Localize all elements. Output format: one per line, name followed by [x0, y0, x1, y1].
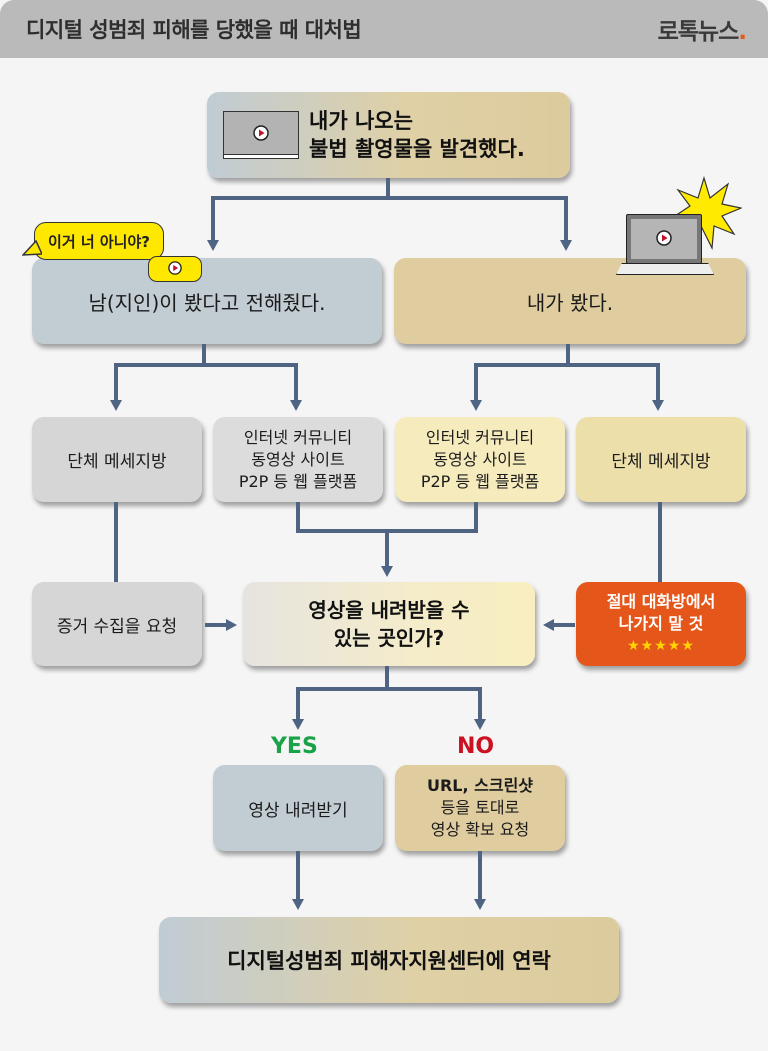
speech-tail-icon — [22, 240, 42, 256]
arrow-down-icon — [470, 400, 482, 411]
final-node: 디지털성범죄 피해자지원센터에 연락 — [159, 917, 619, 1003]
speech-bubble-text: 이거 너 아니야? — [48, 232, 150, 251]
arrow-down-icon — [292, 719, 304, 730]
connector — [296, 502, 300, 532]
warning-line-2: 나가지 말 것 — [618, 614, 704, 633]
speech-bubble: 이거 너 아니야? — [34, 222, 164, 260]
connector — [474, 363, 660, 367]
connector — [474, 502, 478, 532]
arrow-down-icon — [474, 719, 486, 730]
connector — [566, 344, 570, 366]
connector — [385, 666, 389, 690]
connector — [114, 363, 118, 403]
left-group-chat-label: 단체 메세지방 — [67, 452, 167, 472]
starburst-icon — [670, 176, 742, 250]
connector — [202, 344, 206, 366]
connector — [386, 178, 390, 198]
star-rating-icon: ★★★★★ — [627, 638, 695, 654]
no-action-line-2: 등을 토대로 — [440, 798, 520, 817]
header-bar: 디지털 성범죄 피해를 당했을 때 대처법 로톡뉴스. — [0, 0, 768, 58]
start-line-2: 불법 촬영물을 발견했다. — [309, 137, 525, 161]
laptop-video-icon — [616, 214, 714, 278]
arrow-down-icon — [207, 240, 219, 251]
connector — [478, 851, 482, 901]
arrow-down-icon — [381, 566, 393, 577]
connector — [656, 363, 660, 403]
branch-left-label: 남(지인)이 봤다고 전해줬다. — [88, 290, 326, 315]
connector — [564, 196, 568, 242]
arrow-down-icon — [652, 400, 664, 411]
connector — [474, 363, 478, 403]
connector — [553, 623, 575, 627]
no-label: NO — [457, 734, 495, 759]
download-video-label: 영상 내려받기 — [248, 800, 348, 821]
left-web-line-1: 인터넷 커뮤니티 — [243, 427, 353, 447]
warning-line-1: 절대 대화방에서 — [606, 592, 716, 611]
connector — [114, 502, 118, 582]
right-web-line-1: 인터넷 커뮤니티 — [425, 427, 535, 447]
yes-label: YES — [271, 734, 318, 759]
left-web-platform-node: 인터넷 커뮤니티 동영상 사이트 P2P 등 웹 플랫폼 — [213, 417, 383, 502]
connector — [205, 623, 227, 627]
arrow-down-icon — [290, 400, 302, 411]
connector — [296, 851, 300, 901]
right-group-chat-label: 단체 메세지방 — [611, 452, 711, 472]
page-title: 디지털 성범죄 피해를 당했을 때 대처법 — [26, 18, 362, 42]
connector — [478, 687, 482, 721]
connector — [211, 196, 215, 242]
start-line-1: 내가 나오는 — [309, 109, 413, 133]
arrow-left-icon — [543, 619, 554, 631]
final-label: 디지털성범죄 피해자지원센터에 연락 — [227, 949, 551, 973]
mini-video-bubble — [148, 256, 202, 282]
arrow-right-icon — [226, 619, 237, 631]
connector — [385, 529, 389, 569]
start-node: 내가 나오는 불법 촬영물을 발견했다. — [207, 92, 570, 178]
connector — [296, 687, 300, 721]
arrow-down-icon — [474, 899, 486, 910]
no-action-line-3: 영상 확보 요청 — [430, 820, 530, 839]
branch-right-label: 내가 봤다. — [526, 290, 614, 315]
connector — [294, 363, 298, 403]
connector — [211, 196, 568, 200]
evidence-request-label: 증거 수집을 요청 — [56, 616, 178, 637]
left-web-line-2: 동영상 사이트 — [251, 449, 345, 469]
right-web-line-3: P2P 등 웹 플랫폼 — [420, 471, 540, 491]
arrow-down-icon — [110, 400, 122, 411]
request-secure-video-node: URL, 스크린샷 등을 토대로 영상 확보 요청 — [395, 765, 565, 851]
evidence-request-node: 증거 수집을 요청 — [32, 582, 202, 666]
warning-node: 절대 대화방에서 나가지 말 것 ★★★★★ — [576, 582, 746, 666]
connector — [658, 502, 662, 582]
video-screen-icon — [223, 111, 299, 159]
question-node: 영상을 내려받을 수 있는 곳인가? — [243, 582, 535, 666]
left-group-chat-node: 단체 메세지방 — [32, 417, 202, 502]
connector — [114, 363, 298, 367]
question-line-1: 영상을 내려받을 수 — [308, 598, 470, 622]
connector — [296, 687, 482, 691]
brand-logo: 로톡뉴스. — [657, 12, 747, 46]
download-video-node: 영상 내려받기 — [213, 765, 383, 851]
arrow-down-icon — [560, 240, 572, 251]
right-web-line-2: 동영상 사이트 — [433, 449, 527, 469]
arrow-down-icon — [292, 899, 304, 910]
left-web-line-3: P2P 등 웹 플랫폼 — [238, 471, 358, 491]
brand-name: 로톡뉴스 — [657, 19, 740, 45]
question-line-2: 있는 곳인가? — [333, 626, 445, 650]
right-group-chat-node: 단체 메세지방 — [576, 417, 746, 502]
brand-dot: . — [738, 19, 747, 45]
no-action-line-1: URL, 스크린샷 — [426, 776, 534, 795]
right-web-platform-node: 인터넷 커뮤니티 동영상 사이트 P2P 등 웹 플랫폼 — [395, 417, 565, 502]
branch-left-node: 남(지인)이 봤다고 전해줬다. — [32, 258, 382, 344]
